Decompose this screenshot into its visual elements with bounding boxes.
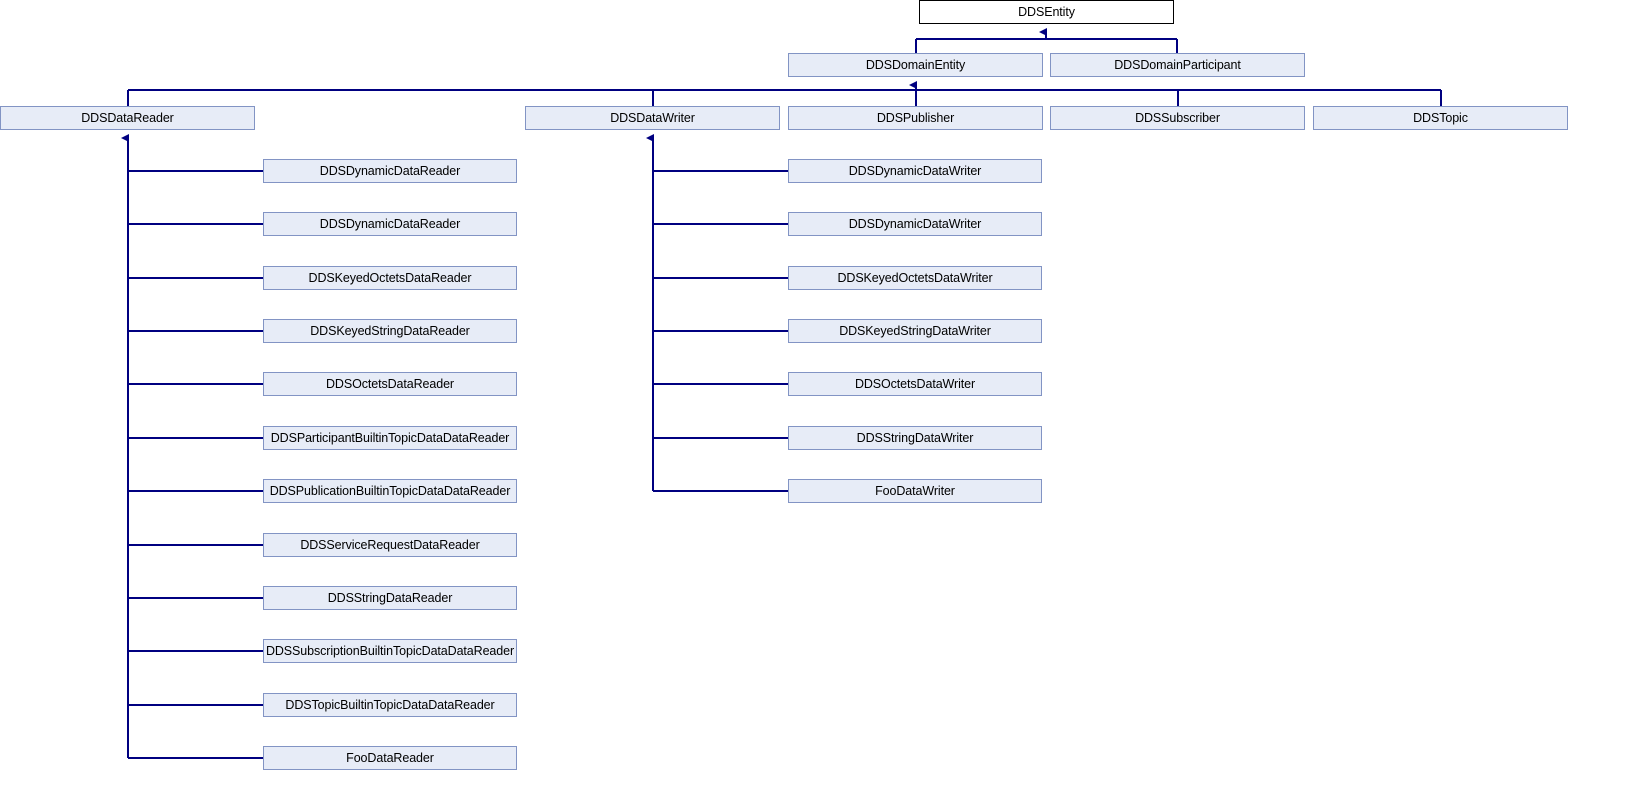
class-node-label: FooDataReader [346, 750, 434, 765]
class-node-ddstopic[interactable]: DDSTopic [1313, 106, 1568, 130]
class-node-label: DDSEntity [1018, 4, 1075, 19]
class-node-ddsdomainentity[interactable]: DDSDomainEntity [788, 53, 1043, 77]
class-node-w2[interactable]: DDSDynamicDataWriter [788, 212, 1042, 236]
class-node-label: DDSDataWriter [610, 110, 695, 125]
class-node-label: DDSKeyedOctetsDataWriter [837, 270, 993, 285]
class-node-label: FooDataWriter [875, 483, 955, 498]
class-node-w4[interactable]: DDSKeyedStringDataWriter [788, 319, 1042, 343]
class-node-label: DDSOctetsDataReader [325, 376, 454, 391]
class-node-label: DDSDynamicDataReader [319, 163, 461, 178]
class-node-r7[interactable]: DDSPublicationBuiltinTopicDataDataReader [263, 479, 517, 503]
class-node-ddsdatawriter[interactable]: DDSDataWriter [525, 106, 780, 130]
class-node-label: DDSDomainParticipant [1114, 57, 1241, 72]
class-node-ddssubscriber[interactable]: DDSSubscriber [1050, 106, 1305, 130]
class-node-label: DDSSubscriber [1135, 110, 1220, 125]
class-node-label: DDSTopicBuiltinTopicDataDataReader [285, 697, 495, 712]
class-node-ddspublisher[interactable]: DDSPublisher [788, 106, 1043, 130]
class-node-label: DDSStringDataWriter [856, 430, 974, 445]
class-node-label: DDSParticipantBuiltinTopicDataDataReader [270, 430, 510, 445]
class-node-label: DDSDynamicDataWriter [848, 163, 982, 178]
class-node-label: DDSKeyedStringDataReader [310, 323, 470, 338]
class-node-r3[interactable]: DDSKeyedOctetsDataReader [263, 266, 517, 290]
class-node-label: DDSServiceRequestDataReader [300, 537, 480, 552]
class-node-ddsentity[interactable]: DDSEntity [919, 0, 1174, 24]
class-node-w6[interactable]: DDSStringDataWriter [788, 426, 1042, 450]
class-node-r2[interactable]: DDSDynamicDataReader [263, 212, 517, 236]
class-node-label: DDSPublicationBuiltinTopicDataDataReader [269, 483, 511, 498]
class-node-r10[interactable]: DDSSubscriptionBuiltinTopicDataDataReade… [263, 639, 517, 663]
class-node-label: DDSTopic [1413, 110, 1468, 125]
class-node-r9[interactable]: DDSStringDataReader [263, 586, 517, 610]
class-node-label: DDSKeyedOctetsDataReader [308, 270, 472, 285]
class-node-w5[interactable]: DDSOctetsDataWriter [788, 372, 1042, 396]
class-node-r8[interactable]: DDSServiceRequestDataReader [263, 533, 517, 557]
class-node-r12[interactable]: FooDataReader [263, 746, 517, 770]
class-node-ddsdatareader[interactable]: DDSDataReader [0, 106, 255, 130]
class-node-w1[interactable]: DDSDynamicDataWriter [788, 159, 1042, 183]
class-node-label: DDSDomainEntity [865, 57, 966, 72]
class-node-r1[interactable]: DDSDynamicDataReader [263, 159, 517, 183]
class-node-r5[interactable]: DDSOctetsDataReader [263, 372, 517, 396]
class-node-w7[interactable]: FooDataWriter [788, 479, 1042, 503]
class-node-label: DDSDynamicDataReader [319, 216, 461, 231]
class-node-r6[interactable]: DDSParticipantBuiltinTopicDataDataReader [263, 426, 517, 450]
class-node-label: DDSKeyedStringDataWriter [839, 323, 991, 338]
class-node-label: DDSDataReader [81, 110, 174, 125]
class-node-label: DDSDynamicDataWriter [848, 216, 982, 231]
class-node-label: DDSPublisher [876, 110, 955, 125]
class-node-w3[interactable]: DDSKeyedOctetsDataWriter [788, 266, 1042, 290]
class-node-r4[interactable]: DDSKeyedStringDataReader [263, 319, 517, 343]
class-node-label: DDSOctetsDataWriter [854, 376, 976, 391]
class-node-label: DDSStringDataReader [327, 590, 453, 605]
class-node-ddsdomainparticipant[interactable]: DDSDomainParticipant [1050, 53, 1305, 77]
class-node-label: DDSSubscriptionBuiltinTopicDataDataReade… [265, 643, 515, 658]
class-node-r11[interactable]: DDSTopicBuiltinTopicDataDataReader [263, 693, 517, 717]
